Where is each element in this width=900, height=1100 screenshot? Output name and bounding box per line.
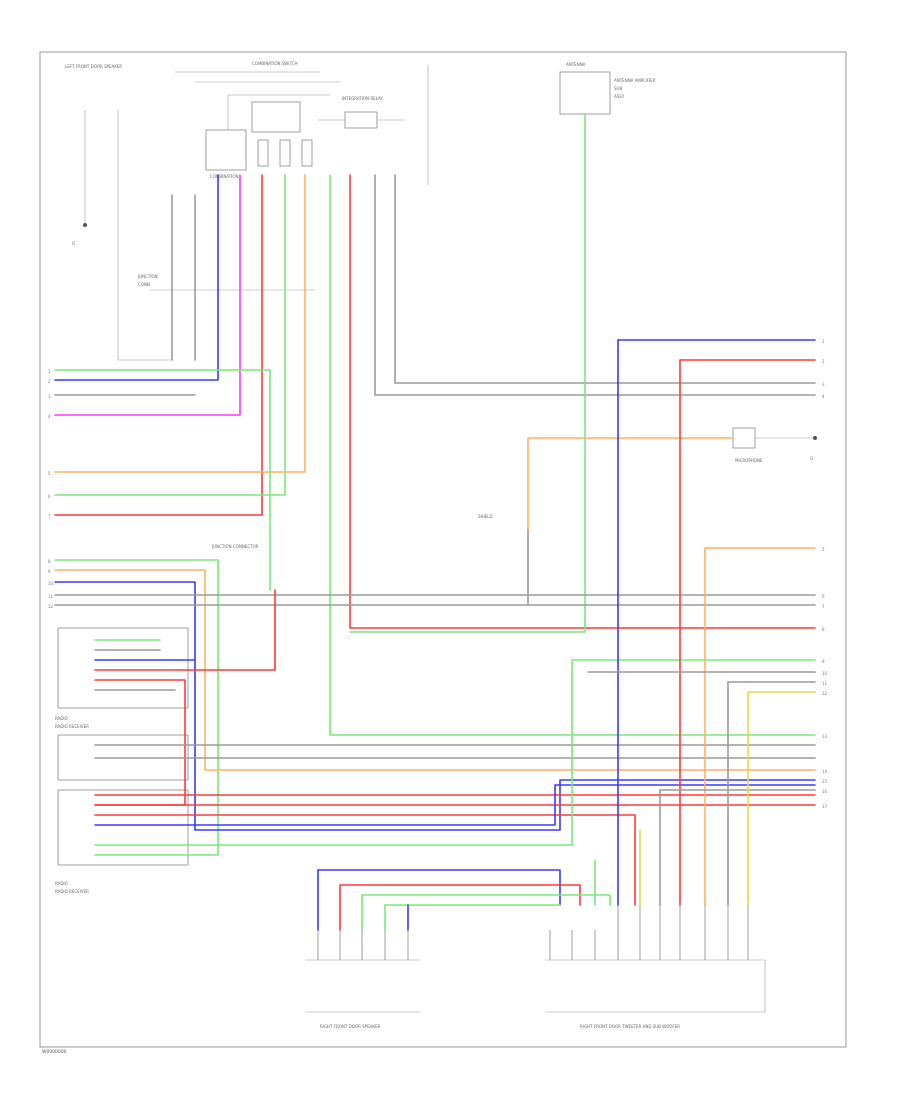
audio-unit-label: RADIO RECEIVER — [55, 889, 89, 894]
right-speaker-connector: RIGHT FRONT DOOR SPEAKER — [305, 959, 420, 1029]
svg-text:COMBINATION: COMBINATION — [210, 174, 239, 179]
svg-text:10: 10 — [48, 581, 54, 586]
svg-text:14: 14 — [822, 769, 828, 774]
radio-conn-b-label: RADIO RECEIVER — [55, 724, 89, 729]
svg-text:15: 15 — [822, 779, 828, 784]
mic-label: MICROPHONE — [735, 458, 763, 463]
svg-text:12: 12 — [48, 604, 54, 609]
svg-text:ASSY: ASSY — [614, 94, 625, 99]
svg-text:3: 3 — [48, 394, 51, 399]
svg-text:SHIELD: SHIELD — [478, 514, 493, 519]
ground-left-label: G — [72, 241, 75, 246]
svg-text:12: 12 — [822, 691, 828, 696]
antenna-amp-label: ANTENNA AMPLIFIER — [614, 78, 656, 83]
svg-text:11: 11 — [822, 681, 828, 686]
svg-text:1: 1 — [822, 339, 825, 344]
svg-text:RADIO: RADIO — [55, 881, 68, 886]
svg-text:10: 10 — [822, 671, 828, 676]
svg-text:1: 1 — [48, 369, 51, 374]
connector-pins-top: JUNCTION CONN — [137, 274, 315, 291]
integration-relay: INTEGRATION RELAY — [318, 65, 429, 185]
svg-text:2: 2 — [48, 379, 51, 384]
left-pin-numbers: 1 2 3 4 5 6 7 8 9 10 11 12 — [48, 369, 54, 609]
antenna-amplifier: ANTENNA ANTENNA AMPLIFIER SUB ASSY — [559, 62, 656, 115]
right-speaker-label: RIGHT FRONT DOOR SPEAKER — [320, 1024, 381, 1029]
svg-text:5: 5 — [48, 471, 51, 476]
svg-text:CONN: CONN — [138, 282, 150, 287]
right-tweeter-connector: RIGHT FRONT DOOR TWEETER AND SUB WOOFER — [545, 959, 766, 1029]
junction-mid-label: JUNCTION CONNECTOR — [211, 544, 259, 549]
svg-text:6: 6 — [822, 594, 825, 599]
svg-text:7: 7 — [48, 514, 51, 519]
svg-text:4: 4 — [822, 394, 825, 399]
lf-speaker-label: LEFT FRONT DOOR SPEAKER — [65, 64, 122, 69]
right-pin-numbers: 1 2 3 4 5 6 7 8 9 10 11 12 13 14 15 16 1… — [822, 339, 828, 809]
footer-code: W0000000 — [42, 1049, 67, 1055]
relay-top-label: COMBINATION SWITCH — [252, 61, 297, 66]
diagram-frame — [39, 51, 847, 1048]
svg-text:5: 5 — [822, 547, 825, 552]
radio-conn-a-label: RADIO — [55, 716, 68, 721]
svg-text:2: 2 — [822, 359, 825, 364]
ground-right-label: G — [810, 456, 813, 461]
antenna-label: ANTENNA — [566, 62, 586, 67]
svg-text:13: 13 — [822, 734, 828, 739]
svg-text:9: 9 — [822, 659, 825, 664]
right-tweeter-label: RIGHT FRONT DOOR TWEETER AND SUB WOOFER — [580, 1024, 680, 1029]
svg-text:8: 8 — [48, 559, 51, 564]
svg-text:17: 17 — [822, 804, 828, 809]
left-front-speaker: LEFT FRONT DOOR SPEAKER G — [65, 64, 172, 361]
svg-text:11: 11 — [48, 594, 54, 599]
svg-text:8: 8 — [822, 627, 825, 632]
horn-relay-label: INTEGRATION RELAY — [342, 96, 383, 101]
microphone: MICROPHONE G — [732, 427, 817, 463]
combination-switch: COMBINATION SWITCH COMBINATION — [175, 61, 340, 179]
svg-text:9: 9 — [48, 569, 51, 574]
svg-text:3: 3 — [822, 382, 825, 387]
svg-text:4: 4 — [48, 414, 51, 419]
svg-text:7: 7 — [822, 604, 825, 609]
svg-text:SUB: SUB — [614, 86, 622, 91]
svg-text:JUNCTION: JUNCTION — [137, 274, 158, 279]
radio-receiver-connector: RADIO RADIO RECEIVER RADIO RADIO RECEIVE… — [55, 627, 189, 894]
svg-text:16: 16 — [822, 789, 828, 794]
svg-text:6: 6 — [48, 494, 51, 499]
